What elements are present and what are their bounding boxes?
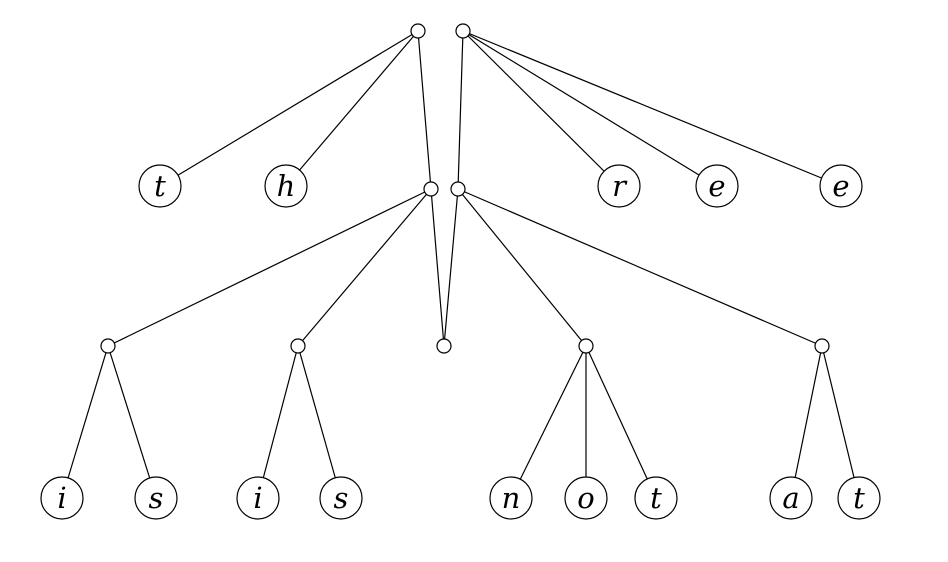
tree-node-leaf-a: a [769, 476, 813, 520]
node-label-leaf-i1: i [57, 481, 66, 515]
tree-node-leaf-e2: e [819, 164, 863, 208]
node-label-leaf-o: o [577, 481, 594, 515]
tree-edge-mid-right--int-at [457, 188, 823, 347]
tree-node-leaf-t2: t [634, 476, 678, 520]
tree-node-leaf-t3: t [837, 476, 881, 520]
internal-node-circle [423, 181, 439, 197]
tree-edge-root-left--leaf-t1 [159, 30, 419, 187]
tree-edge-int-is2--leaf-s2 [297, 345, 342, 499]
tree-node-root-right [455, 23, 471, 39]
leaf-node-circle [40, 476, 84, 520]
tree-edge-mid-right--int-not [457, 188, 587, 347]
tree-node-leaf-s2: s [319, 476, 363, 520]
node-label-leaf-s2: s [334, 481, 349, 515]
tree-node-int-is2 [290, 338, 306, 354]
node-label-leaf-e1: e [708, 169, 725, 203]
node-label-leaf-r: r [612, 169, 628, 203]
internal-node-circle [290, 338, 306, 354]
leaf-node-circle [138, 164, 182, 208]
leaf-node-circle [236, 476, 280, 520]
node-label-leaf-t1: t [154, 169, 166, 203]
leaf-node-circle [634, 476, 678, 520]
tree-edge-root-left--leaf-h [285, 30, 419, 187]
tree-edge-mid-left--int-is2 [297, 188, 432, 347]
tree-node-root-left [410, 23, 426, 39]
tree-edge-int-not--leaf-t2 [585, 345, 657, 499]
tree-node-mid-left [423, 181, 439, 197]
node-label-leaf-n: n [502, 481, 521, 515]
internal-node-circle [455, 23, 471, 39]
internal-node-circle [814, 338, 830, 354]
leaf-node-circle [837, 476, 881, 520]
tree-node-leaf-o: o [564, 476, 608, 520]
node-label-leaf-i2: i [253, 481, 262, 515]
tree-node-leaf-n: n [489, 476, 533, 520]
tree-node-leaf-h: h [264, 164, 308, 208]
leaf-node-circle [819, 164, 863, 208]
tree-edge-mid-left--int-is1 [107, 188, 432, 347]
tree-edge-root-right--leaf-e2 [462, 30, 842, 187]
tree-edge-root-right--mid-right [457, 30, 464, 190]
leaf-node-circle [695, 164, 739, 208]
tree-node-mid-right [450, 181, 466, 197]
leaf-node-circle [319, 476, 363, 520]
leaf-node-circle [564, 476, 608, 520]
tree-node-int-at [814, 338, 830, 354]
leaf-node-circle [489, 476, 533, 520]
tree-edge-root-left--mid-left [417, 30, 432, 190]
tree-edge-root-right--leaf-e1 [462, 30, 718, 187]
node-label-leaf-e2: e [832, 169, 849, 203]
node-label-leaf-t2: t [650, 481, 662, 515]
tree-edge-int-not--leaf-n [510, 345, 587, 499]
tree-edge-int-at--leaf-a [790, 345, 823, 499]
tree-edge-int-is2--leaf-i2 [257, 345, 299, 499]
tree-node-leaf-r: r [597, 164, 641, 208]
leaf-node-circle [769, 476, 813, 520]
internal-node-circle [100, 338, 116, 354]
tree-edge-mid-right--int-center [443, 188, 459, 347]
leaf-node-circle [597, 164, 641, 208]
internal-node-circle [578, 338, 594, 354]
tree-node-int-center [436, 338, 452, 354]
tree-edge-int-at--leaf-t3 [821, 345, 860, 499]
tree-node-leaf-e1: e [695, 164, 739, 208]
tree-node-int-is1 [100, 338, 116, 354]
internal-node-circle [410, 23, 426, 39]
internal-node-circle [436, 338, 452, 354]
leaf-node-circle [134, 476, 178, 520]
tree-node-leaf-i1: i [40, 476, 84, 520]
internal-node-circle [450, 181, 466, 197]
node-label-leaf-h: h [277, 169, 296, 203]
tree-node-leaf-i2: i [236, 476, 280, 520]
tree-edge-mid-left--int-center [430, 188, 445, 347]
leaf-node-circle [264, 164, 308, 208]
tree-node-leaf-s1: s [134, 476, 178, 520]
node-label-leaf-a: a [782, 481, 799, 515]
tree-node-leaf-t1: t [138, 164, 182, 208]
node-label-leaf-s1: s [149, 481, 164, 515]
tree-edge-int-is1--leaf-s1 [107, 345, 157, 499]
node-label-leaf-t3: t [853, 481, 865, 515]
tree-edge-root-right--leaf-r [462, 30, 620, 187]
tree-node-int-not [578, 338, 594, 354]
tree-edge-int-is1--leaf-i1 [61, 345, 109, 499]
